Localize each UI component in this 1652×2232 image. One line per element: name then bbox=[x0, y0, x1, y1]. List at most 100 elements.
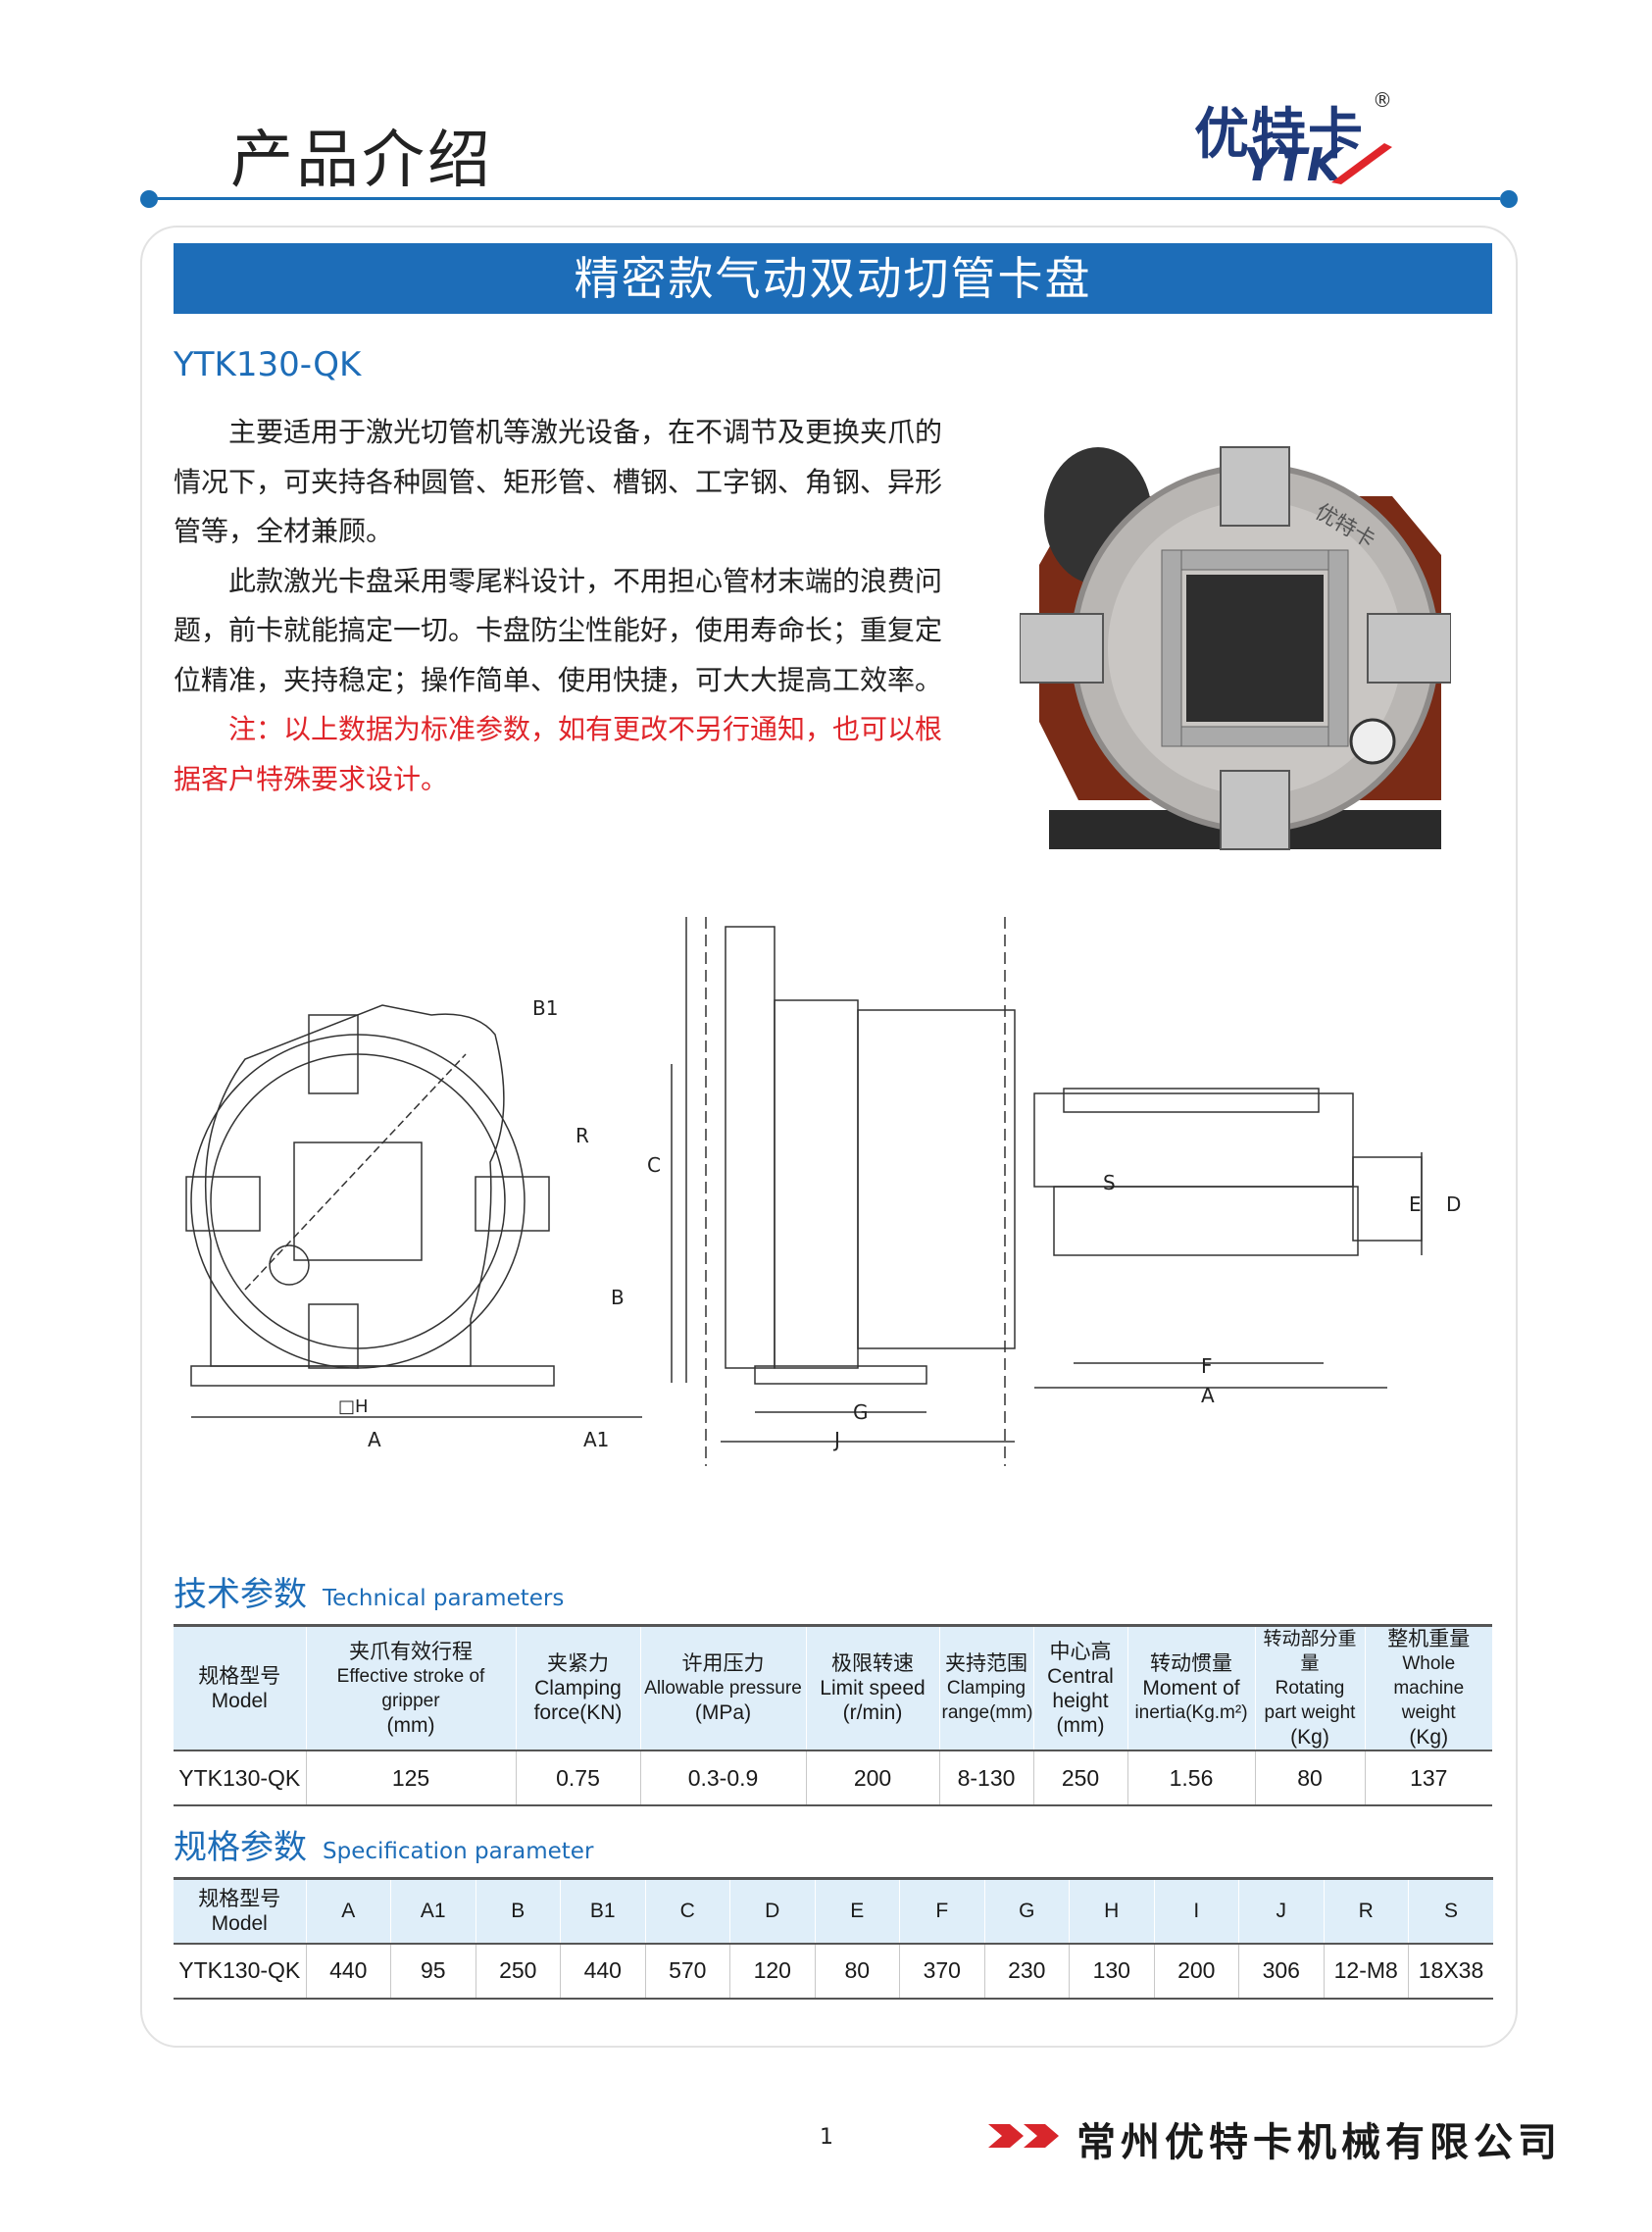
spec-cell-c: 570 bbox=[644, 1943, 730, 1999]
label-s: S bbox=[1103, 1171, 1116, 1194]
product-banner-title: 精密款气动双动切管卡盘 bbox=[174, 243, 1492, 314]
spec-header-a: A bbox=[305, 1878, 391, 1944]
spec-header-s: S bbox=[1408, 1878, 1493, 1944]
spec-cell-s: 18X38 bbox=[1408, 1943, 1493, 1999]
photo-pressure-gauge bbox=[1349, 718, 1396, 765]
drawing-top-view: S E D F A bbox=[1033, 1088, 1461, 1407]
label-e: E bbox=[1409, 1192, 1422, 1216]
header-divider bbox=[147, 197, 1500, 200]
technical-drawings: B1 R C B A A1 □H G J S E D F A bbox=[185, 917, 1461, 1466]
technical-title-en: Technical parameters bbox=[323, 1586, 565, 1611]
logo-mark-text: YTK bbox=[1243, 138, 1345, 188]
spec-header-b: B bbox=[475, 1878, 561, 1944]
spec-cell-b: 250 bbox=[475, 1943, 561, 1999]
spec-header-d: D bbox=[729, 1878, 815, 1944]
label-g: G bbox=[853, 1400, 869, 1424]
spec-cell-h: 130 bbox=[1069, 1943, 1154, 1999]
specification-section-heading: 规格参数 Specification parameter bbox=[174, 1820, 593, 1868]
tech-cell-clamping-force: 0.75 bbox=[515, 1750, 640, 1805]
spec-header-i: I bbox=[1153, 1878, 1239, 1944]
logo-red-stroke bbox=[1331, 143, 1392, 184]
spec-header-j: J bbox=[1238, 1878, 1324, 1944]
spec-header-f: F bbox=[899, 1878, 984, 1944]
content-frame bbox=[140, 226, 1518, 2048]
description-note: 注：以上数据为标准参数，如有更改不另行通知，也可以根据客户特殊要求设计。 bbox=[174, 713, 943, 795]
specification-title-cn: 规格参数 bbox=[174, 1828, 307, 1867]
spec-header-h: H bbox=[1069, 1878, 1154, 1944]
specification-title-en: Specification parameter bbox=[323, 1839, 594, 1864]
label-r: R bbox=[576, 1124, 589, 1147]
label-a1: A1 bbox=[583, 1428, 609, 1451]
spec-cell-f: 370 bbox=[899, 1943, 984, 1999]
spec-cell-a1: 95 bbox=[390, 1943, 476, 1999]
tech-cell-inertia: 1.56 bbox=[1126, 1750, 1255, 1805]
spec-header-c: C bbox=[644, 1878, 730, 1944]
label-a-top: A bbox=[1201, 1384, 1215, 1407]
spec-cell-j: 306 bbox=[1238, 1943, 1324, 1999]
label-a-front: A bbox=[368, 1428, 381, 1451]
spec-header-a1: A1 bbox=[390, 1878, 476, 1944]
brand-logo-text: 优特卡 bbox=[1194, 103, 1365, 167]
header-line-right-dot bbox=[1500, 190, 1518, 208]
spec-cell-i: 200 bbox=[1153, 1943, 1239, 1999]
page-heading: 产品介绍 bbox=[230, 125, 493, 197]
photo-roller-right bbox=[1327, 549, 1349, 747]
photo-jaw-left bbox=[1020, 613, 1104, 684]
photo-roller-left bbox=[1161, 549, 1182, 747]
label-b: B bbox=[611, 1286, 625, 1309]
spec-cell-a: 440 bbox=[305, 1943, 391, 1999]
photo-jaw-top bbox=[1220, 446, 1290, 527]
ytk-logo-mark: YTK bbox=[1243, 138, 1392, 188]
spec-cell-d: 120 bbox=[729, 1943, 815, 1999]
spec-header-g: G bbox=[983, 1878, 1070, 1944]
table-row: YTK130-QK 125 0.75 0.3-0.9 200 8-130 250… bbox=[174, 1750, 1492, 1805]
tech-cell-pressure: 0.3-0.9 bbox=[639, 1750, 806, 1805]
photo-roller-top bbox=[1180, 549, 1329, 571]
spec-header-b1: B1 bbox=[560, 1878, 645, 1944]
label-j: J bbox=[832, 1428, 840, 1451]
photo-center-opening bbox=[1186, 575, 1324, 722]
description-paragraph-1: 主要适用于激光切管机等激光设备，在不调节及更换夹爪的情况下，可夹持各种圆管、矩形… bbox=[174, 416, 943, 547]
product-description: 主要适用于激光切管机等激光设备，在不调节及更换夹爪的情况下，可夹持各种圆管、矩形… bbox=[174, 408, 948, 804]
company-name: 常州优特卡机械有限公司 bbox=[1076, 2120, 1562, 2165]
tech-cell-stroke: 125 bbox=[305, 1750, 516, 1805]
tech-cell-speed: 200 bbox=[805, 1750, 939, 1805]
photo-roller-bottom bbox=[1180, 726, 1329, 747]
photo-jaw-bottom bbox=[1220, 770, 1290, 850]
registered-mark: ® bbox=[1373, 88, 1392, 112]
tech-cell-center-height: 250 bbox=[1032, 1750, 1127, 1805]
label-d: D bbox=[1446, 1192, 1461, 1216]
spec-cell-g: 230 bbox=[983, 1943, 1070, 1999]
label-c: C bbox=[647, 1153, 661, 1177]
technical-section-heading: 技术参数 Technical parameters bbox=[174, 1567, 564, 1615]
spec-header-e: E bbox=[814, 1878, 900, 1944]
spec-cell-e: 80 bbox=[814, 1943, 900, 1999]
table-row: YTK130-QK 440 95 250 440 570 120 80 370 … bbox=[174, 1943, 1493, 1999]
spec-cell-b1: 440 bbox=[560, 1943, 645, 1999]
double-chevron-icon bbox=[988, 2124, 1059, 2148]
label-h: □H bbox=[338, 1396, 369, 1417]
product-photo: 优特卡 bbox=[1020, 446, 1451, 850]
label-f: F bbox=[1201, 1354, 1213, 1378]
tech-cell-rotating-weight: 80 bbox=[1254, 1750, 1365, 1805]
photo-jaw-right bbox=[1367, 613, 1451, 684]
tech-cell-model: YTK130-QK bbox=[178, 1764, 301, 1791]
drawing-front-view: B1 R C B A A1 □H bbox=[185, 917, 707, 1466]
spec-cell-r: 12-M8 bbox=[1323, 1943, 1409, 1999]
technical-title-cn: 技术参数 bbox=[174, 1575, 307, 1614]
tech-cell-range: 8-130 bbox=[938, 1750, 1033, 1805]
